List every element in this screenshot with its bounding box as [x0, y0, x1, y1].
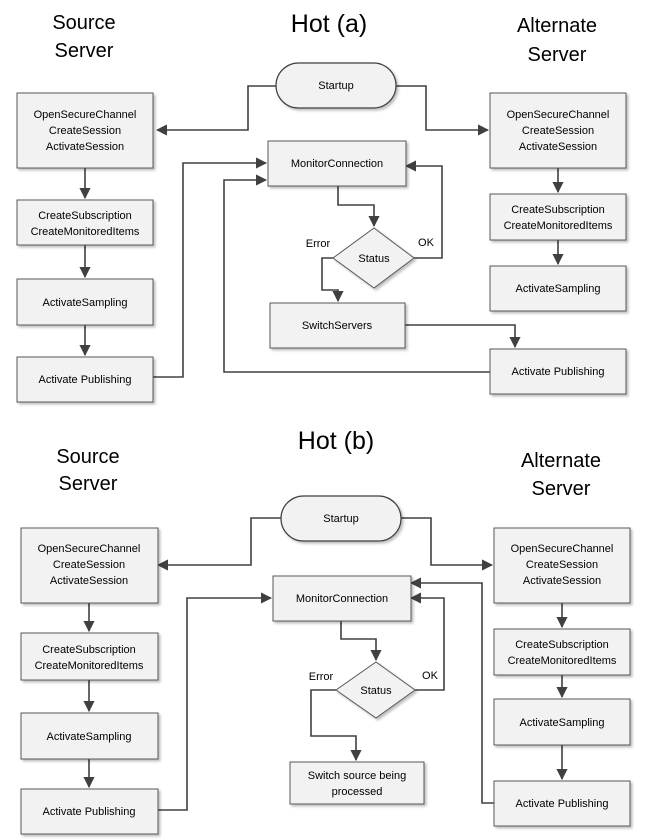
label-line: CreateMonitoredItems — [35, 660, 144, 672]
label-line: CreateMonitoredItems — [504, 220, 613, 232]
startup-label: Startup — [318, 80, 353, 92]
alternate-session-box: OpenSecureChannel CreateSession Activate… — [489, 92, 627, 169]
connector-startup-to-source — [156, 517, 281, 571]
monitor-label: MonitorConnection — [291, 158, 383, 170]
label-line: Switch source being — [308, 770, 406, 782]
label-line: OpenSecureChannel — [507, 109, 610, 121]
status-label: Status — [360, 685, 392, 697]
source-server-header-line2: Server — [59, 473, 118, 495]
label-line: CreateSession — [49, 125, 121, 137]
alternate-publishing-label: Activate Publishing — [516, 798, 609, 810]
label-line: processed — [332, 786, 383, 798]
source-publishing-label: Activate Publishing — [43, 806, 136, 818]
label-line: CreateSubscription — [515, 639, 609, 651]
monitor-connection-box: MonitorConnection — [272, 575, 412, 622]
error-label: Error — [309, 671, 334, 683]
label-line: CreateSubscription — [38, 210, 132, 222]
panel-b: Hot (b) Source Server Alternate Server S… — [20, 427, 631, 835]
label-line: ActivateSession — [50, 575, 128, 587]
connector-b-status-ok — [409, 592, 445, 691]
alternate-sampling-box: ActivateSampling — [493, 698, 631, 746]
connector-startup-to-source — [155, 85, 276, 136]
connector-a-status-error — [321, 257, 344, 303]
alternate-server-header-line2: Server — [532, 478, 591, 500]
label-line: ActivateSession — [46, 141, 124, 153]
label-line: CreateSubscription — [42, 644, 136, 656]
alternate-subscription-box: CreateSubscription CreateMonitoredItems — [493, 628, 631, 676]
source-server-header-line1: Source — [52, 12, 115, 34]
panel-b-title: Hot (b) — [298, 427, 374, 455]
source-publishing-label: Activate Publishing — [39, 374, 132, 386]
ok-label: OK — [418, 237, 435, 249]
source-sampling-box: ActivateSampling — [16, 278, 154, 326]
source-session-box: OpenSecureChannel CreateSession Activate… — [20, 527, 159, 604]
error-label: Error — [306, 238, 331, 250]
alternate-publishing-label: Activate Publishing — [512, 366, 605, 378]
connector-startup-to-alternate — [396, 85, 490, 136]
ok-label: OK — [422, 670, 439, 682]
alternate-server-header-line2: Server — [528, 44, 587, 66]
label-line: CreateSession — [522, 125, 594, 137]
connector-startup-to-alternate — [401, 517, 494, 571]
source-subscription-box: CreateSubscription CreateMonitoredItems — [16, 199, 154, 246]
label-line: OpenSecureChannel — [511, 543, 614, 555]
connector-a-monitor-to-status — [337, 186, 380, 228]
source-subscription-box: CreateSubscription CreateMonitoredItems — [20, 632, 159, 681]
monitor-connection-box: MonitorConnection — [267, 140, 407, 187]
label-line: CreateSession — [53, 559, 125, 571]
label-line: CreateMonitoredItems — [508, 655, 617, 667]
connector-a-publishing-to-monitor — [153, 157, 268, 378]
connector-b-alt-publishing-to-monitor — [409, 577, 494, 804]
panel-a: Hot (a) Source Server Alternate Server S… — [16, 10, 627, 403]
label-line: OpenSecureChannel — [38, 543, 141, 555]
status-decision: Status — [335, 661, 416, 719]
status-decision: Status — [332, 227, 415, 289]
source-sampling-label: ActivateSampling — [43, 297, 128, 309]
label-line: CreateSession — [526, 559, 598, 571]
alternate-sampling-label: ActivateSampling — [516, 283, 601, 295]
source-server-header-line1: Source — [56, 446, 119, 468]
source-publishing-box: Activate Publishing — [20, 788, 159, 835]
source-sampling-label: ActivateSampling — [47, 731, 132, 743]
startup-terminator: Startup — [280, 495, 402, 542]
status-label: Status — [358, 253, 390, 265]
monitor-label: MonitorConnection — [296, 593, 388, 605]
source-publishing-box: Activate Publishing — [16, 356, 154, 403]
connector-b-publishing-to-monitor — [158, 592, 273, 811]
connector-b-status-error — [310, 689, 362, 762]
connector-b-monitor-to-status — [340, 621, 382, 662]
panel-a-title: Hot (a) — [291, 10, 367, 38]
source-session-box: OpenSecureChannel CreateSession Activate… — [16, 92, 154, 169]
alternate-sampling-label: ActivateSampling — [520, 717, 605, 729]
startup-terminator: Startup — [275, 62, 397, 109]
connector-a-alt-publishing-to-monitor — [223, 174, 490, 373]
label-line: CreateSubscription — [511, 204, 605, 216]
connector-a-status-ok — [404, 160, 443, 259]
startup-label: Startup — [323, 513, 358, 525]
switch-servers-box: SwitchServers — [269, 302, 406, 349]
label-line: ActivateSession — [523, 575, 601, 587]
connector-a-switch-to-alt-publishing — [405, 324, 521, 349]
label-line: ActivateSession — [519, 141, 597, 153]
alternate-publishing-box: Activate Publishing — [493, 780, 631, 827]
alternate-publishing-box: Activate Publishing — [489, 348, 627, 395]
source-sampling-box: ActivateSampling — [20, 712, 159, 760]
switch-label: SwitchServers — [302, 320, 373, 332]
label-line: CreateMonitoredItems — [31, 226, 140, 238]
label-line: OpenSecureChannel — [34, 109, 137, 121]
alternate-sampling-box: ActivateSampling — [489, 265, 627, 312]
alternate-server-header-line1: Alternate — [521, 450, 601, 472]
alternate-session-box: OpenSecureChannel CreateSession Activate… — [493, 527, 631, 604]
source-server-header-line2: Server — [55, 40, 114, 62]
switch-source-box: Switch source being processed — [289, 761, 425, 805]
alternate-server-header-line1: Alternate — [517, 15, 597, 37]
alternate-subscription-box: CreateSubscription CreateMonitoredItems — [489, 193, 627, 241]
